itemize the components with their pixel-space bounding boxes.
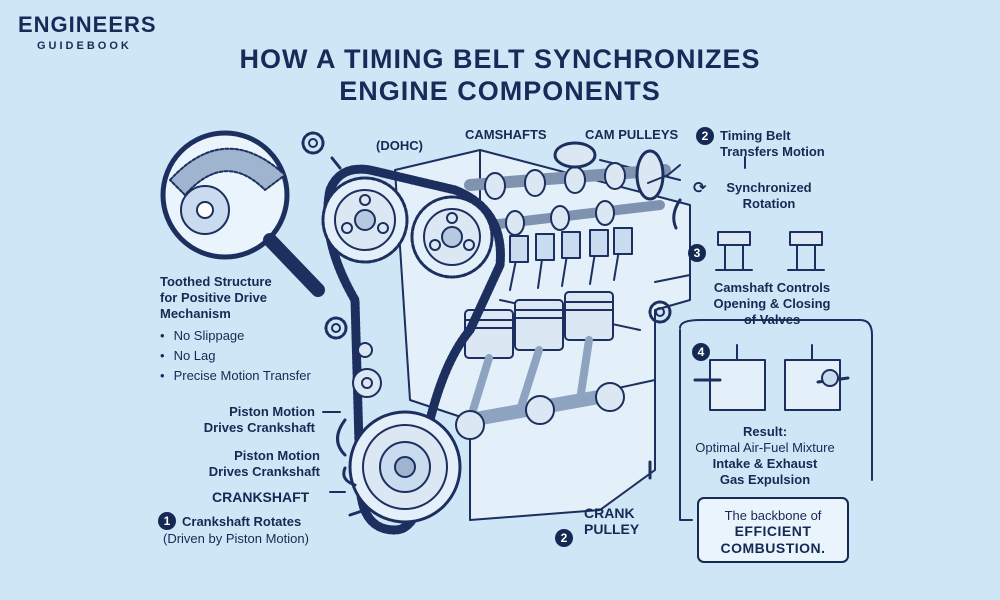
step-badge-2: 2 [696,127,714,145]
sync-icon: ⟳ [693,180,707,197]
crank-pulley-label: CRANK PULLEY [584,505,639,537]
piston-a-line2: Drives Crankshaft [203,420,315,435]
cam-sprocket-right [410,195,494,279]
toothed-line2: for Positive Drive [160,290,267,305]
sync-label-line2: Rotation [742,196,796,211]
cylinder-illustration [693,344,850,411]
crankshaft-rotates-label: Crankshaft Rotates [182,514,302,529]
timing-belt-label: Timing Belt Transfers Motion [720,128,825,160]
piston-motion-label-b: Piston Motion Drives Crankshaft [185,448,320,480]
camshaft-controls-line3: of Valves [743,312,801,327]
camshafts-label: CAMSHAFTS [465,127,547,142]
toothed-structure-label: Toothed Structure for Positive Drive Mec… [160,274,272,322]
crank-pulley [348,410,462,524]
brand-name: ENGINEERS [18,12,157,37]
gear-icon [301,131,325,155]
gear-icon [324,316,348,340]
sync-label-line1: Synchronized [726,180,812,195]
piston-set [455,291,625,440]
camshaft-controls-line1: Camshaft Controls [713,280,831,295]
result-line3: Intake & Exhaust [712,456,818,471]
timing-belt-label-line1: Timing Belt [720,128,791,143]
step-badge-3: 3 [688,244,706,262]
gear-icon [648,300,672,324]
camshaft-controls-label: Camshaft Controls Opening & Closing of V… [702,280,842,328]
camshaft-assembly [464,141,671,236]
backbone-line1: The backbone of [724,508,822,523]
list-item: No Slippage [150,326,311,346]
camshaft-controls-line2: Opening & Closing [713,296,831,311]
crankshaft-rotates-sub: (Driven by Piston Motion) [163,531,309,546]
cam-sprocket-left [321,176,409,264]
sync-label: Synchronized Rotation [714,180,824,212]
page-title-line1: HOW A TIMING BELT SYNCHRONIZES [239,44,761,74]
valve-set [509,227,633,291]
list-item: No Lag [150,346,311,366]
timing-belt-label-line2: Transfers Motion [720,144,825,159]
page-title-line2: ENGINE COMPONENTS [339,76,661,106]
backbone-line2: EFFICIENT [734,523,812,539]
toothed-line1: Toothed Structure [160,274,272,289]
valve-illustration [715,231,825,271]
step-badge-1: 1 [158,512,176,530]
piston-b-line2: Drives Crankshaft [208,464,320,479]
result-label: Result: Optimal Air-Fuel Mixture Intake … [680,424,850,488]
backbone-callout: The backbone of EFFICIENT COMBUSTION. [697,497,849,563]
toothed-line3: Mechanism [160,306,231,321]
brand-tagline: GUIDEBOOK [37,40,132,52]
piston-a-line1: Piston Motion [229,404,315,419]
piston-motion-label-a: Piston Motion Drives Crankshaft [180,404,315,436]
step-badge-2b: 2 [555,529,573,547]
feature-list: No Slippage No Lag Precise Motion Transf… [150,326,311,386]
backbone-line3: COMBUSTION. [720,540,826,556]
piston-b-line1: Piston Motion [234,448,320,463]
cam-pulleys-label: CAM PULLEYS [585,127,679,142]
crank-pulley-line2: PULLEY [584,521,640,537]
result-line1: Result: [742,424,788,439]
crank-pulley-line1: CRANK [584,505,635,521]
result-line4: Gas Expulsion [719,472,811,487]
magnifier-lens [160,130,325,297]
list-item: Precise Motion Transfer [150,366,311,386]
result-line2: Optimal Air-Fuel Mixture [695,440,835,455]
idler-pulley [352,368,382,398]
crankshaft-label: CRANKSHAFT [212,489,310,505]
step-badge-4: 4 [692,343,710,361]
dohc-label: (DOHC) [376,138,423,153]
